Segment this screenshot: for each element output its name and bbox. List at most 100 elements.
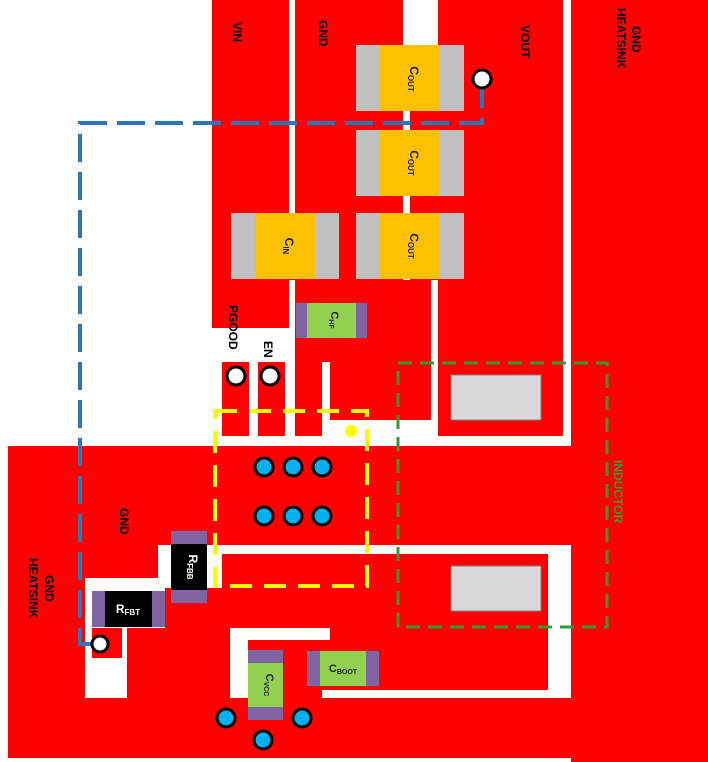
cvcc-body	[248, 663, 283, 707]
cout-1-label: COUT	[406, 66, 421, 92]
cout-3-label: COUT	[406, 233, 421, 259]
cvcc-end-bottom	[248, 707, 283, 720]
pgood-test-point	[225, 365, 247, 387]
gnd-top-pour-middle	[330, 280, 431, 420]
rfbt-label: RFBT	[116, 602, 140, 617]
feedback-trace	[78, 80, 484, 646]
cout-1-end-right	[440, 45, 464, 111]
cin-body	[255, 213, 315, 279]
rfbb-body	[171, 544, 207, 590]
rfbt-body	[105, 591, 152, 627]
gnd-heatsink-left-label-1: GND	[42, 575, 56, 602]
cout-1-end-left	[356, 45, 380, 111]
net-labels: VIN GND VOUT GND HEATSINK PGOOD EN GND G…	[26, 8, 643, 619]
cboot-end-left	[307, 651, 320, 686]
vin-label: VIN	[230, 22, 244, 42]
cout-3-body	[380, 213, 440, 279]
test-points	[90, 68, 493, 654]
cvcc-capacitor: CVCC	[248, 650, 283, 720]
via	[215, 707, 237, 729]
cout-capacitor-2: COUT	[356, 130, 464, 196]
gap-boot-channel-2	[230, 628, 340, 640]
cout-1-body	[380, 45, 440, 111]
vout-label: VOUT	[518, 25, 532, 59]
rfbb-resistor: RFBB	[171, 531, 207, 603]
via	[253, 456, 275, 478]
gap-gnd-vout-mid	[403, 195, 410, 218]
thermal-vias	[215, 456, 333, 751]
cboot-end-right	[366, 651, 379, 686]
gap-boot-channel	[230, 628, 248, 698]
cout-3-end-right	[440, 213, 464, 279]
via	[253, 505, 275, 527]
cboot-label: CBOOT	[329, 663, 358, 676]
gap-left-top	[0, 0, 212, 446]
rfbt-end-left	[92, 591, 105, 627]
inductor-label: INDUCTOR	[611, 460, 625, 523]
cin-end-right	[315, 213, 339, 279]
cout-capacitor-1: COUT	[356, 45, 464, 111]
pgood-label: PGOOD	[226, 305, 240, 350]
rfbb-end-bottom	[171, 590, 207, 603]
gap-pin-1	[249, 362, 258, 446]
gnd-top-label: GND	[316, 20, 330, 47]
inductor-pad-bottom	[450, 565, 542, 612]
gnd-heatsink-top-label-1: GND	[629, 26, 643, 53]
ic-top-pin-strip	[295, 362, 322, 436]
cout-2-label: COUT	[406, 150, 421, 176]
inductor-pad-top	[450, 374, 542, 421]
chf-end-right	[356, 303, 367, 338]
chf-end-left	[296, 303, 307, 338]
via	[282, 505, 304, 527]
sw-pin-2	[258, 554, 285, 628]
cout-2-body	[380, 130, 440, 196]
via	[252, 729, 274, 751]
cout-2-end-left	[356, 130, 380, 196]
cvcc-end-top	[248, 650, 283, 663]
via	[282, 456, 304, 478]
chf-capacitor: CHF	[296, 303, 367, 338]
gap-gnd-vout	[403, 0, 438, 45]
rfbb-label: RFBB	[185, 554, 200, 579]
cout-3-end-left	[356, 213, 380, 279]
cin-capacitor: CIN	[231, 213, 339, 279]
via	[311, 456, 333, 478]
cboot-body	[320, 651, 366, 686]
gap-vout-right	[563, 0, 571, 446]
rfbt-end-right	[152, 591, 165, 627]
en-label: EN	[261, 341, 275, 358]
fb-test-point	[90, 634, 110, 654]
cvcc-label: CVCC	[262, 674, 275, 697]
cin-end-left	[231, 213, 255, 279]
vout-sense-test-point	[471, 68, 493, 90]
gap-pgood-en	[212, 328, 295, 362]
ic-pin1-marker	[345, 425, 357, 437]
via	[291, 707, 313, 729]
gap-pin-2	[285, 362, 295, 446]
gap-pin-3	[322, 362, 330, 446]
sw-outline-bottom	[322, 690, 571, 698]
gnd-mid-label: GND	[117, 508, 131, 535]
cboot-capacitor: CBOOT	[307, 651, 379, 686]
ic-outline	[213, 409, 369, 588]
left-gnd-tab	[127, 628, 230, 698]
gnd-heatsink-left-label-2: HEATSINK	[26, 558, 40, 619]
chf-label: CHF	[327, 311, 340, 329]
gap-vin-gnd	[289, 0, 295, 270]
cout-2-end-right	[440, 130, 464, 196]
inductor-outline	[396, 361, 609, 629]
chf-body	[307, 303, 356, 338]
sw-pin-1	[222, 554, 249, 588]
sw-outline-right	[548, 545, 571, 698]
rfbb-end-top	[171, 531, 207, 544]
gap-vout-bottom	[431, 436, 571, 446]
via	[311, 505, 333, 527]
gnd-heatsink-top-label-2: HEATSINK	[614, 8, 628, 69]
rfbt-resistor: RFBT	[92, 591, 165, 627]
sw-pin-3	[295, 554, 322, 628]
cin-label: CIN	[281, 238, 296, 255]
cout-capacitor-3: COUT	[356, 213, 464, 279]
en-test-point	[259, 365, 281, 387]
